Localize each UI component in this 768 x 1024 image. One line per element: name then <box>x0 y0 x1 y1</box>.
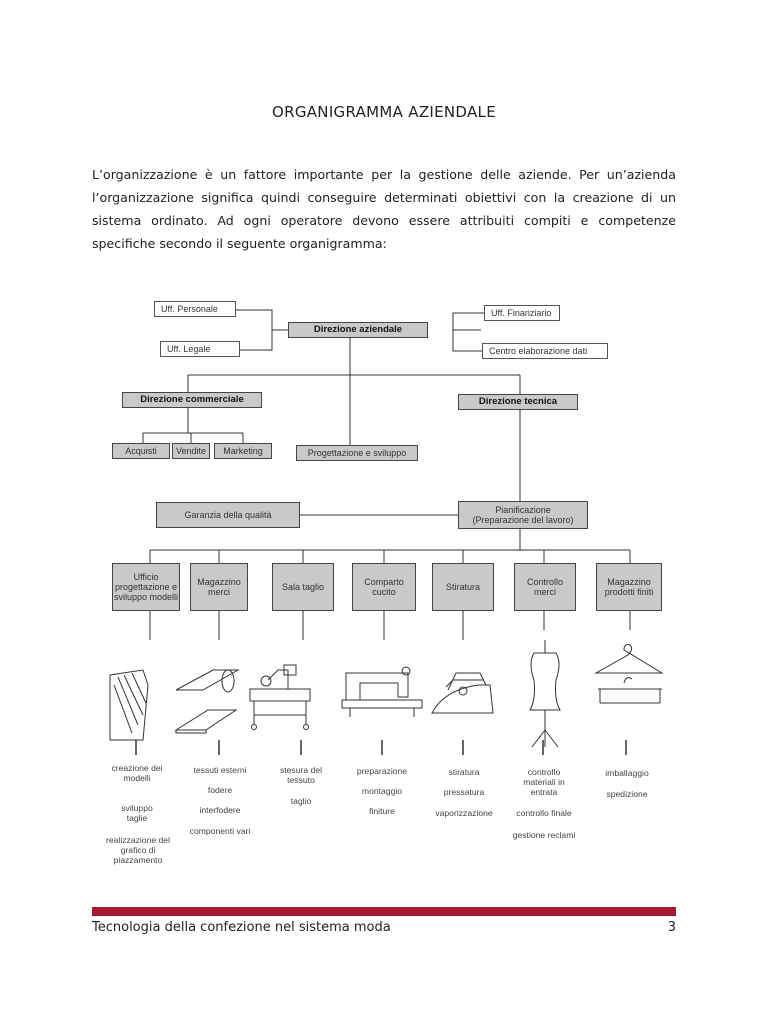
uff-legale-box: Uff. Legale <box>160 341 240 357</box>
task-label: taglio <box>290 796 312 806</box>
task-label: controllo finale <box>516 808 572 818</box>
task-label: stiratura <box>448 767 480 777</box>
steam-iron-icon <box>431 672 494 714</box>
intro-paragraph: L’organizzazione è un fattore importante… <box>92 167 676 251</box>
dept-box-ufficio-progettazione: Ufficio progettazione e sviluppo modelli <box>112 563 180 611</box>
ced-box: Centro elaborazione dati <box>482 343 608 359</box>
direzione-commerciale-box: Direzione commerciale <box>122 392 262 408</box>
task-label: imballaggio <box>605 768 649 778</box>
dept-box-stiratura: Stiratura <box>432 563 494 611</box>
task-label: controllo materiali in entrata <box>523 767 565 797</box>
page-title: ORGANIGRAMMA AZIENDALE <box>271 103 496 121</box>
task-label: gestione reclami <box>512 830 576 840</box>
dept-box-sala-taglio: Sala taglio <box>272 563 334 611</box>
task-label: pressatura <box>443 787 485 797</box>
hanger-icon <box>594 644 664 704</box>
fabric-rolls-icon <box>174 669 240 734</box>
org-chart: Uff. Personale Uff. Legale Direzione azi… <box>88 285 680 885</box>
task-label: tessuti esterni <box>193 765 247 775</box>
task-label: componenti vari <box>189 826 251 836</box>
dress-form-icon <box>529 640 561 748</box>
task-label: spedizione <box>606 789 648 799</box>
garanzia-qualita-box: Garanzia della qualità <box>156 502 300 528</box>
task-label: realizzazione del grafico di piazzamento <box>105 835 170 865</box>
dept-box-comparto-cucito: Comparto cucito <box>352 563 416 611</box>
footer-title: Tecnologia della confezione nel sistema … <box>92 920 391 935</box>
task-label: creazione dei modelli <box>111 763 163 783</box>
task-label: vaporizzazione <box>435 808 493 818</box>
task-label: sviluppo taglie <box>121 803 153 823</box>
task-label: montaggio <box>361 786 403 796</box>
direzione-aziendale-box: Direzione aziendale <box>288 322 428 338</box>
page-number: 3 <box>667 920 676 935</box>
dept-box-magazzino-merci: Magazzino merci <box>190 563 248 611</box>
cutting-table-icon <box>249 664 311 730</box>
task-label: finiture <box>369 806 395 816</box>
marketing-box: Marketing <box>214 443 272 459</box>
footer-accent-bar <box>92 907 676 916</box>
task-label: stesura del tessuto <box>279 765 323 785</box>
sewing-machine-icon <box>341 666 423 717</box>
vendite-box: Vendite <box>172 443 210 459</box>
uff-personale-box: Uff. Personale <box>154 301 236 317</box>
connector-lines <box>109 309 664 755</box>
task-label: preparazione <box>356 766 408 776</box>
pianificazione-box: Pianificazione (Preparazione del lavoro) <box>458 501 588 529</box>
direzione-tecnica-box: Direzione tecnica <box>458 394 578 410</box>
uff-finanziario-box: Uff. Finanziario <box>484 305 560 321</box>
dept-box-magazzino-prodotti-finiti: Magazzino prodotti finiti <box>596 563 662 611</box>
task-label: fodere <box>207 785 233 795</box>
acquisti-box: Acquisti <box>112 443 170 459</box>
dept-box-controllo-merci: Controllo merci <box>514 563 576 611</box>
progettazione-sviluppo-box: Progettazione e sviluppo <box>296 445 418 461</box>
task-label: interfodere <box>199 805 241 815</box>
pattern-pieces-icon <box>109 669 149 741</box>
